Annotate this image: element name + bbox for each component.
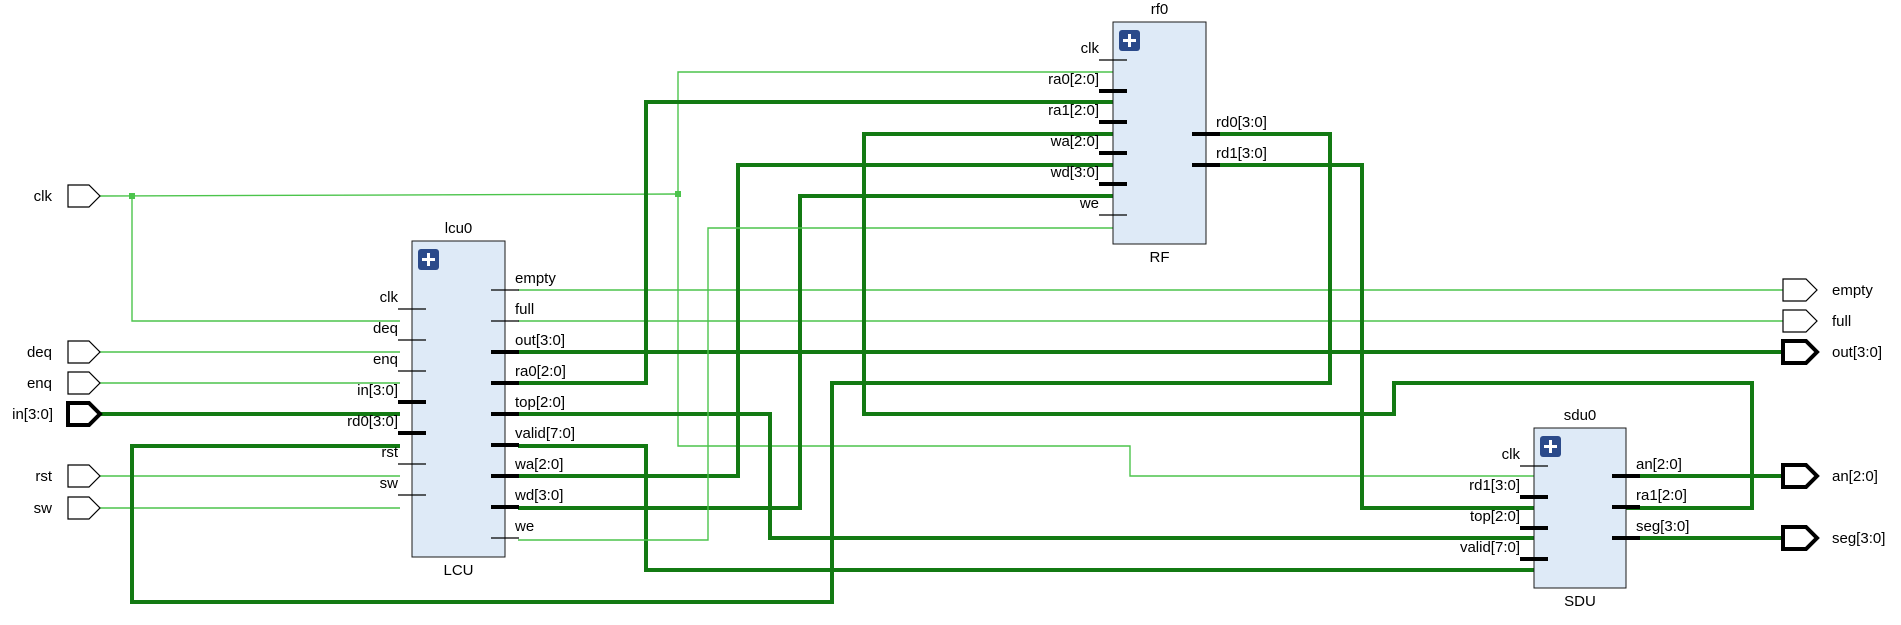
rf0-pin-label: ra0[2:0] bbox=[1048, 71, 1099, 88]
lcu0-pin-label: in[3:0] bbox=[357, 382, 398, 399]
output-port-label: seg[3:0] bbox=[1832, 530, 1885, 547]
lcu0-pin-label: empty bbox=[515, 270, 556, 287]
net-clk[interactable] bbox=[99, 193, 679, 197]
lcu0-pin-label: enq bbox=[373, 351, 398, 368]
port-symbol bbox=[67, 371, 101, 395]
lcu0-pin-label: rd0[3:0] bbox=[347, 413, 398, 430]
input-port-enq[interactable]: enq bbox=[27, 371, 101, 395]
lcu0-pin-label: deq bbox=[373, 320, 398, 337]
input-port-in[interactable]: in[3:0] bbox=[12, 401, 103, 427]
port-symbol bbox=[1782, 309, 1818, 333]
input-port-label: clk bbox=[34, 188, 53, 205]
port-symbol bbox=[1782, 278, 1818, 302]
sdu0-pin-label: rd1[3:0] bbox=[1469, 477, 1520, 494]
sdu0-module-name: SDU bbox=[1564, 593, 1596, 610]
rf0-pin-label: ra1[2:0] bbox=[1048, 102, 1099, 119]
net-ra0[interactable] bbox=[518, 100, 1127, 385]
rf0-instance-name: rf0 bbox=[1151, 1, 1169, 18]
input-port-clk[interactable]: clk bbox=[34, 184, 101, 208]
lcu0-pin-label: out[3:0] bbox=[515, 332, 565, 349]
output-port-seg[interactable]: seg[3:0] bbox=[1781, 525, 1885, 551]
net-wd[interactable] bbox=[518, 194, 1127, 510]
net-top[interactable] bbox=[518, 412, 1550, 540]
plus-icon[interactable] bbox=[1540, 436, 1561, 457]
net-clk-lcu0[interactable] bbox=[131, 196, 400, 322]
rf0-pin-label: rd1[3:0] bbox=[1216, 145, 1267, 162]
lcu0-pin-label: wa[2:0] bbox=[514, 456, 563, 473]
junction-dot bbox=[675, 191, 681, 197]
input-port-label: enq bbox=[27, 375, 52, 392]
lcu0-pin-label: rst bbox=[381, 444, 398, 461]
sdu0-pin-label: seg[3:0] bbox=[1636, 518, 1689, 535]
lcu0-body[interactable] bbox=[411, 240, 506, 558]
sdu0-pin-label: top[2:0] bbox=[1470, 508, 1520, 525]
rf0-module-name: RF bbox=[1150, 249, 1170, 266]
input-port-label: in[3:0] bbox=[12, 406, 53, 423]
input-port-label: rst bbox=[35, 468, 52, 485]
junction-dot bbox=[129, 193, 135, 199]
output-port-an[interactable]: an[2:0] bbox=[1781, 463, 1878, 489]
lcu0-module-name: LCU bbox=[443, 562, 473, 579]
lcu0-pin-label: we bbox=[514, 518, 534, 535]
output-port-empty[interactable]: empty bbox=[1782, 278, 1873, 302]
output-port-label: out[3:0] bbox=[1832, 344, 1882, 361]
output-port-full[interactable]: full bbox=[1782, 309, 1851, 333]
rf0-pin-label: wa[2:0] bbox=[1050, 133, 1099, 150]
sdu0-pin-label: ra1[2:0] bbox=[1636, 487, 1687, 504]
sdu0-pin-label: clk bbox=[1502, 446, 1521, 463]
lcu0-pin-label: clk bbox=[380, 289, 399, 306]
plus-icon[interactable] bbox=[1119, 30, 1140, 51]
output-port-label: empty bbox=[1832, 282, 1873, 299]
port-symbol bbox=[67, 464, 101, 488]
lcu0-pin-label: wd[3:0] bbox=[514, 487, 563, 504]
net-wa[interactable] bbox=[518, 163, 1127, 478]
sdu0-instance-name: sdu0 bbox=[1564, 407, 1597, 424]
port-symbol bbox=[67, 184, 101, 208]
rf0-pin-label: wd[3:0] bbox=[1050, 164, 1099, 181]
input-port-rst[interactable]: rst bbox=[35, 464, 101, 488]
input-port-label: deq bbox=[27, 344, 52, 361]
lcu0-pin-label: sw bbox=[380, 475, 399, 492]
rf0-pin-label: we bbox=[1079, 195, 1099, 212]
port-symbol bbox=[67, 340, 101, 364]
sdu0-pin-label: valid[7:0] bbox=[1460, 539, 1520, 556]
plus-icon[interactable] bbox=[418, 249, 439, 270]
net-clk-rf0[interactable] bbox=[677, 71, 1127, 194]
input-port-sw[interactable]: sw bbox=[34, 496, 101, 520]
port-symbol bbox=[66, 401, 103, 427]
port-symbol bbox=[67, 496, 101, 520]
net-rd1[interactable] bbox=[1192, 163, 1550, 510]
port-symbol bbox=[1781, 339, 1820, 365]
lcu0-pin-label: ra0[2:0] bbox=[515, 363, 566, 380]
wires bbox=[99, 71, 1783, 604]
lcu0-pin-label: top[2:0] bbox=[515, 394, 565, 411]
rf0-body[interactable] bbox=[1112, 21, 1207, 245]
port-symbol bbox=[1781, 525, 1820, 551]
net-ra1[interactable] bbox=[862, 132, 1754, 510]
lcu0-instance-name: lcu0 bbox=[445, 220, 473, 237]
net-clk-sdu0[interactable] bbox=[677, 194, 1550, 477]
rf0-pin-label: clk bbox=[1081, 40, 1100, 57]
lcu0-pin-label: valid[7:0] bbox=[515, 425, 575, 442]
rf0-pin-label: rd0[3:0] bbox=[1216, 114, 1267, 131]
output-port-label: full bbox=[1832, 313, 1851, 330]
output-port-label: an[2:0] bbox=[1832, 468, 1878, 485]
net-rd0[interactable] bbox=[130, 132, 1332, 604]
lcu0-pin-label: full bbox=[515, 301, 534, 318]
output-port-out[interactable]: out[3:0] bbox=[1781, 339, 1882, 365]
port-symbol bbox=[1781, 463, 1820, 489]
input-port-deq[interactable]: deq bbox=[27, 340, 101, 364]
sdu0-pin-label: an[2:0] bbox=[1636, 456, 1682, 473]
net-we[interactable] bbox=[518, 227, 1127, 541]
input-port-label: sw bbox=[34, 500, 53, 517]
